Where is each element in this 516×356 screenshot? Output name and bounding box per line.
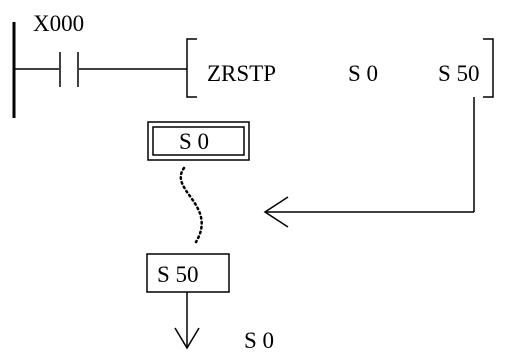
end-step-label: S 50	[157, 262, 199, 287]
jump-arrowhead-icon	[263, 196, 289, 228]
instruction-operand-start: S 0	[348, 61, 378, 86]
contact-label: X000	[33, 11, 84, 36]
instruction-mnemonic: ZRSTP	[207, 61, 276, 86]
initial-step-box	[147, 121, 250, 161]
jump-out-arrow	[174, 292, 200, 350]
instruction-left-bracket	[186, 38, 197, 98]
initial-step-label: S 0	[179, 129, 209, 154]
ladder-rung	[12, 22, 494, 118]
instruction-right-bracket	[483, 38, 494, 98]
end-step-box	[146, 253, 230, 293]
initial-step-inner-border	[152, 126, 245, 156]
jump-target-label: S 0	[244, 328, 274, 353]
dotted-continuation-curve	[179, 166, 203, 244]
initial-step-outer-border	[147, 121, 250, 161]
instruction-operand-end: S 50	[438, 61, 480, 86]
jump-arrow	[263, 97, 475, 228]
down-arrowhead-icon	[174, 327, 200, 350]
